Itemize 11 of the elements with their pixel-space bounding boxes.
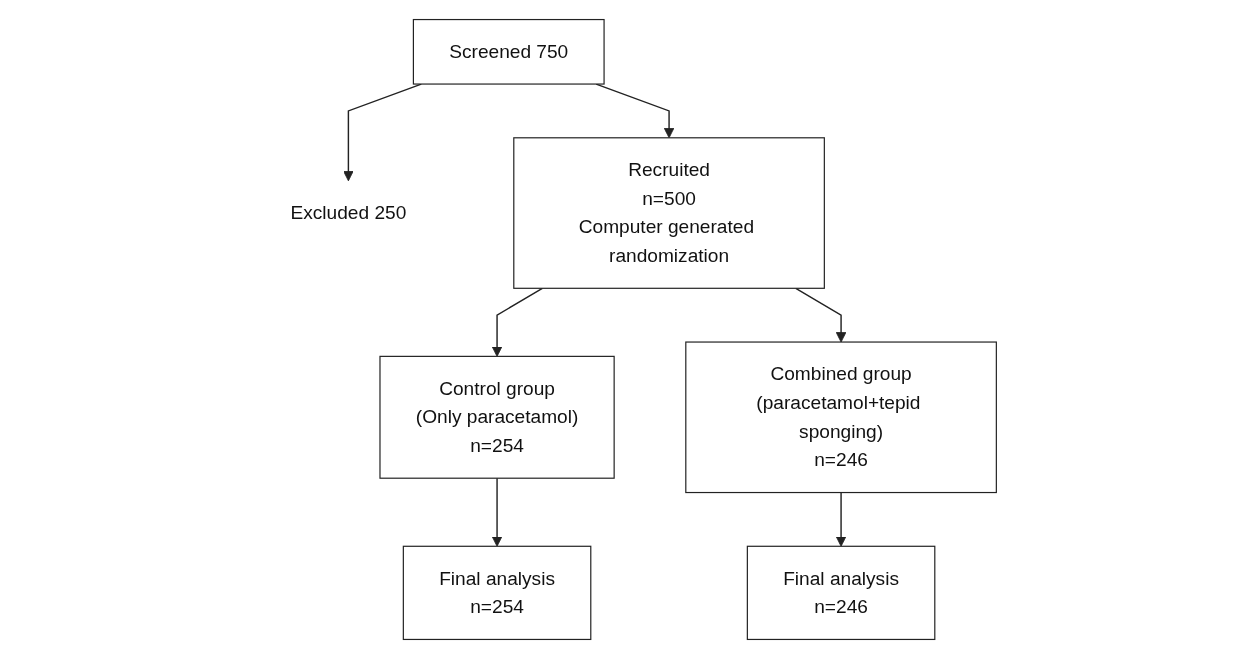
node-box: Combined group (paracetamol+tepid sponging) n=246 bbox=[685, 341, 997, 494]
node-box: Final analysis n=246 bbox=[746, 545, 936, 641]
node-text: Excluded 250 bbox=[290, 202, 407, 223]
node-box: Final analysis n=254 bbox=[402, 545, 592, 641]
arrow bbox=[835, 491, 847, 547]
arrow bbox=[491, 287, 544, 357]
node-box: Recruited n=500 Computer generated randomization bbox=[513, 137, 825, 289]
arrow bbox=[795, 287, 847, 343]
node-box: Control group (Only paracetamol) n=254 bbox=[379, 355, 615, 479]
arrow bbox=[491, 477, 503, 547]
node-box: Screened 750 bbox=[412, 18, 605, 85]
